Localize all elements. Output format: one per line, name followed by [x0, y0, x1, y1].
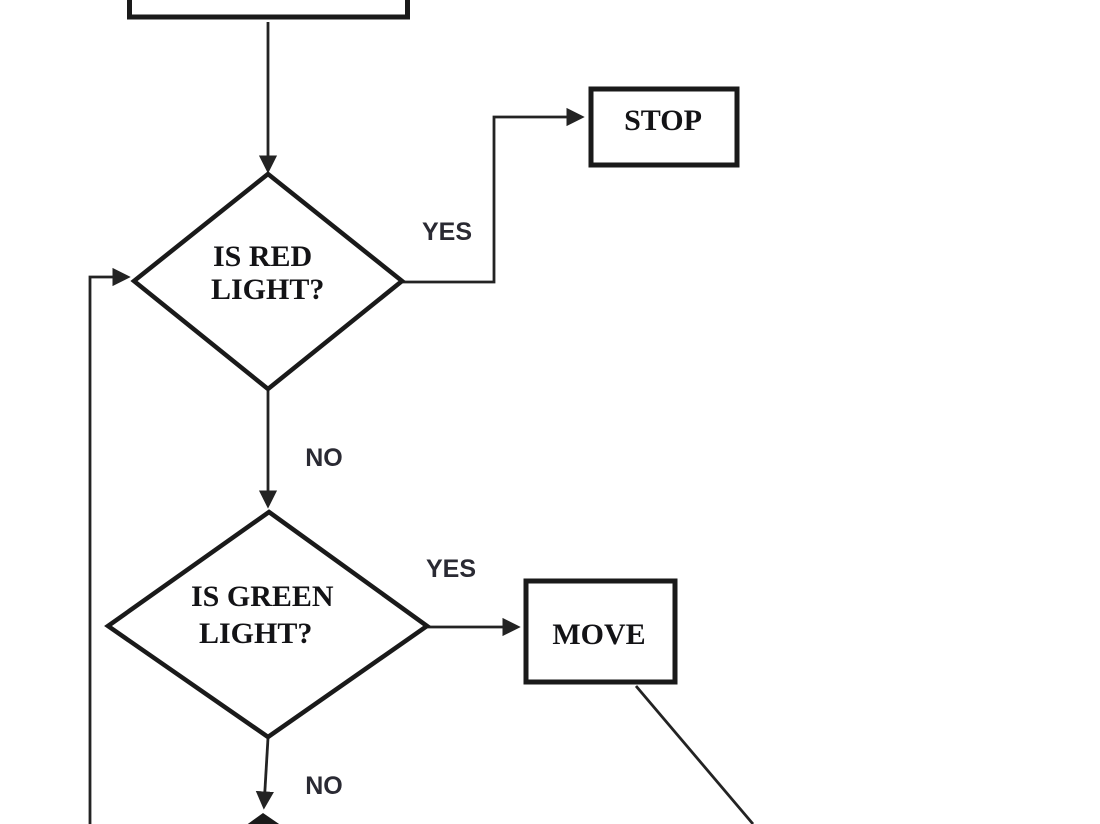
- red-decision-label-line2: LIGHT?: [211, 273, 324, 306]
- connector-feedback-loop: [88, 267, 131, 824]
- edge-label-red-no: NO: [305, 444, 343, 472]
- next-diamond-tip: [247, 813, 280, 824]
- edge-label-red-yes: YES: [422, 218, 472, 246]
- edge-label-green-no: NO: [305, 772, 343, 800]
- move-box: [523, 578, 678, 685]
- connector-move-diagonal: [634, 685, 755, 824]
- red-decision-label-line1: IS RED: [213, 240, 312, 273]
- start-process-box: [127, 0, 410, 20]
- connector-green-no-down: [255, 737, 274, 810]
- stop-box-label: STOP: [624, 104, 702, 137]
- edge-label-green-yes: YES: [426, 555, 476, 583]
- stop-box: [588, 86, 740, 168]
- move-box-label: MOVE: [552, 618, 645, 651]
- connector-red-yes-to-stop: [402, 107, 585, 284]
- green-decision-label-line2: LIGHT?: [199, 617, 312, 650]
- green-light-decision-diamond: [104, 509, 431, 740]
- green-decision-label-line1: IS GREEN: [191, 580, 334, 613]
- red-light-decision-diamond: [130, 171, 406, 392]
